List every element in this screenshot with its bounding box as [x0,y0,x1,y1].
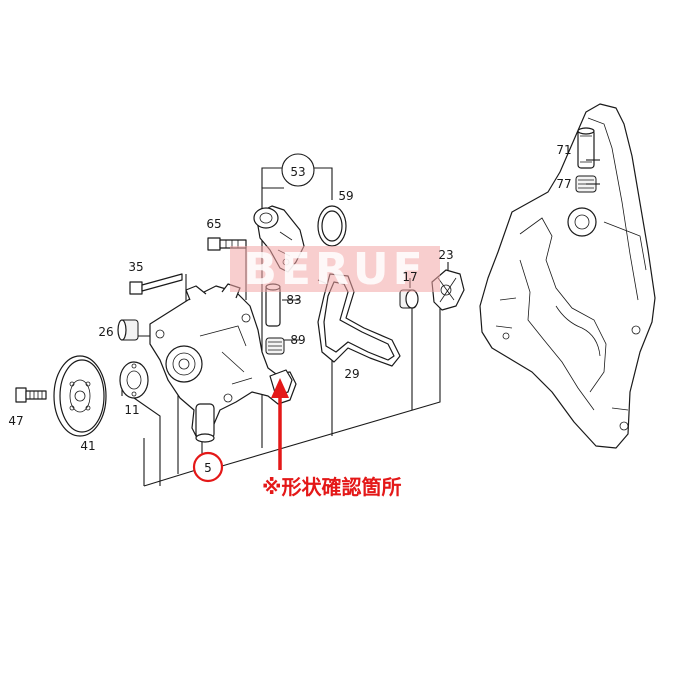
label-part-11: 11 [124,403,139,417]
label-part-23: 23 [438,248,453,262]
leader-lines [121,159,600,487]
highlight-circle [192,451,224,483]
label-circle-53 [281,153,315,187]
bolt-part-35 [129,273,183,295]
label-part-35: 35 [128,260,143,274]
cap-part-17 [399,289,419,309]
label-part-5: 5 [204,461,212,475]
callout-arrow [271,378,289,470]
bolt-part-47 [15,387,47,403]
label-part-83: 83 [286,293,301,307]
label-part-41: 41 [80,439,95,453]
callout-text: ※形状確認箇所 [262,475,401,499]
label-part-65: 65 [206,217,221,231]
gasket-part-29 [317,273,401,367]
hub-flange-part-11 [119,361,149,399]
bushing-part-26 [117,319,139,341]
sleeve-part-71 [577,127,595,169]
engine-block-housing [479,103,656,449]
label-part-47: 47 [8,414,23,428]
label-part-26: 26 [98,325,113,339]
watermark: BERUF [230,244,440,295]
label-part-89: 89 [290,333,305,347]
label-part-77: 77 [556,177,571,191]
label-part-59: 59 [338,189,353,203]
pulley-part-41 [53,355,107,437]
watermark-text: BERUF [243,244,426,295]
o-ring-part-59 [317,205,347,247]
label-part-53: 53 [290,165,305,179]
seal-part-89 [265,337,285,355]
label-part-71: 71 [556,143,571,157]
label-part-29: 29 [344,367,359,381]
label-part-17: 17 [402,270,417,284]
